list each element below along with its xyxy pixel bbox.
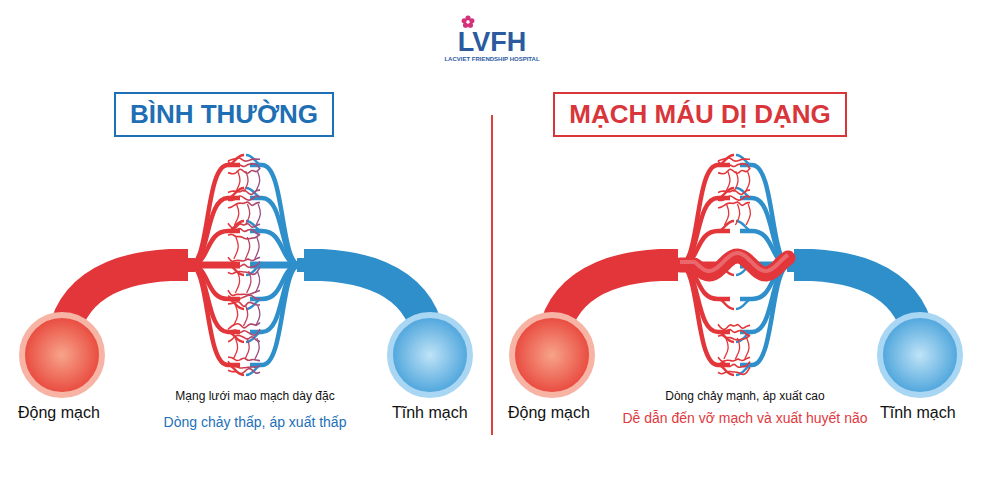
normal-vessels bbox=[22, 155, 470, 395]
logo-text: LVFH bbox=[458, 27, 527, 58]
divider-line bbox=[491, 115, 493, 435]
heading-text: BÌNH THƯỜNG bbox=[130, 100, 318, 129]
vessel-label: Động mạch bbox=[508, 404, 590, 422]
logo-flower bbox=[462, 15, 475, 27]
warning-text: Dễ dẫn đến vỡ mạch và xuất huyết não bbox=[623, 410, 868, 426]
heading-box: MẠCH MÁU DỊ DẠNG bbox=[553, 92, 846, 137]
malformed-vessels bbox=[512, 155, 960, 395]
vessel-label: Tĩnh mạch bbox=[392, 404, 468, 422]
heading-text: MẠCH MÁU DỊ DẠNG bbox=[569, 100, 830, 129]
annotation: Dòng chảy mạnh, áp xuất cao bbox=[665, 390, 824, 404]
vessel-label: Tĩnh mạch bbox=[880, 404, 956, 422]
vessel-label: Động mạch bbox=[18, 404, 100, 422]
logo-subtitle: LACVIET FRIENDSHIP HOSPITAL bbox=[444, 56, 539, 63]
heading-box: BÌNH THƯỜNG bbox=[114, 92, 334, 137]
annotation: Dòng chảy thấp, áp xuất thấp bbox=[164, 414, 347, 430]
annotation: Mạng lưới mao mạch dày đặc bbox=[175, 390, 334, 404]
